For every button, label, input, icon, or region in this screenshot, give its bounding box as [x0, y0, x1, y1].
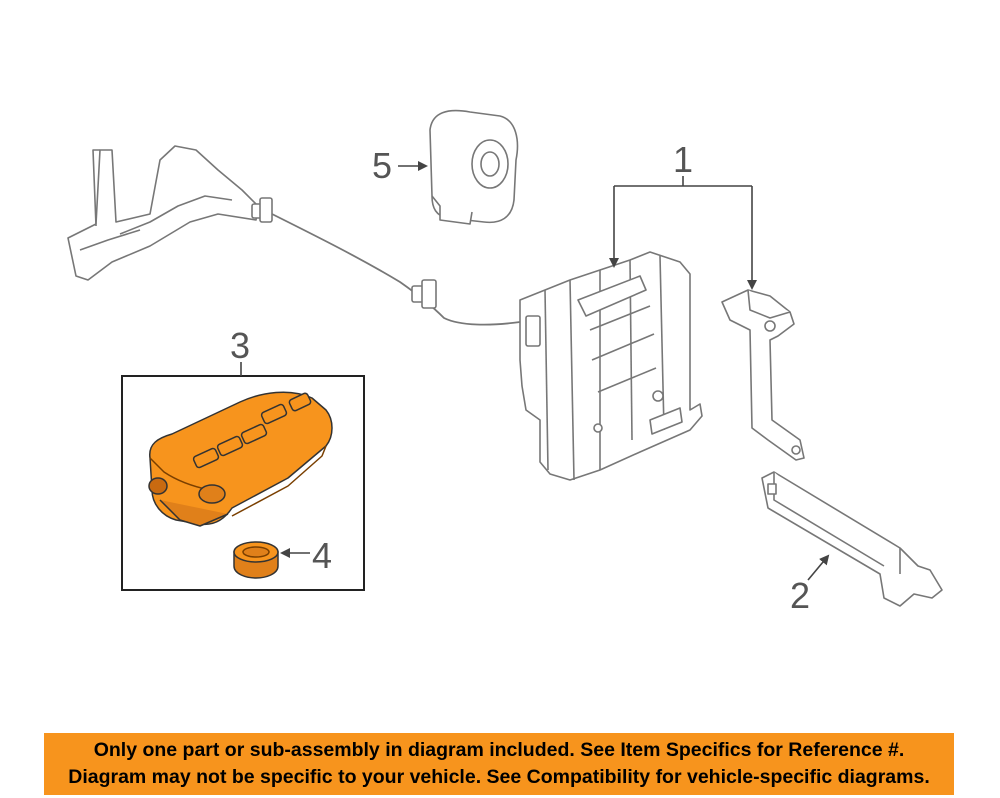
control-module-part-1 [519, 251, 703, 481]
wiring-harness-bracket [67, 145, 521, 326]
callout-leaders [240, 161, 830, 581]
callout-part-3: 3 [230, 325, 251, 366]
callout-part-1: 1 [673, 139, 694, 180]
key-fob-part-3 [148, 391, 333, 527]
battery-part-4 [233, 541, 279, 579]
callout-part-2: 2 [790, 575, 811, 616]
disclaimer-line-1: Only one part or sub-assembly in diagram… [93, 739, 905, 761]
callout-part-5: 5 [372, 145, 393, 186]
sensor-part-5 [429, 109, 519, 225]
disclaimer-banner: Only one part or sub-assembly in diagram… [44, 733, 954, 795]
antenna-part-2 [761, 471, 943, 607]
disclaimer-line-2: Diagram may not be specific to your vehi… [68, 766, 930, 788]
bracket-part-1 [721, 289, 805, 461]
callout-part-4: 4 [312, 535, 333, 576]
